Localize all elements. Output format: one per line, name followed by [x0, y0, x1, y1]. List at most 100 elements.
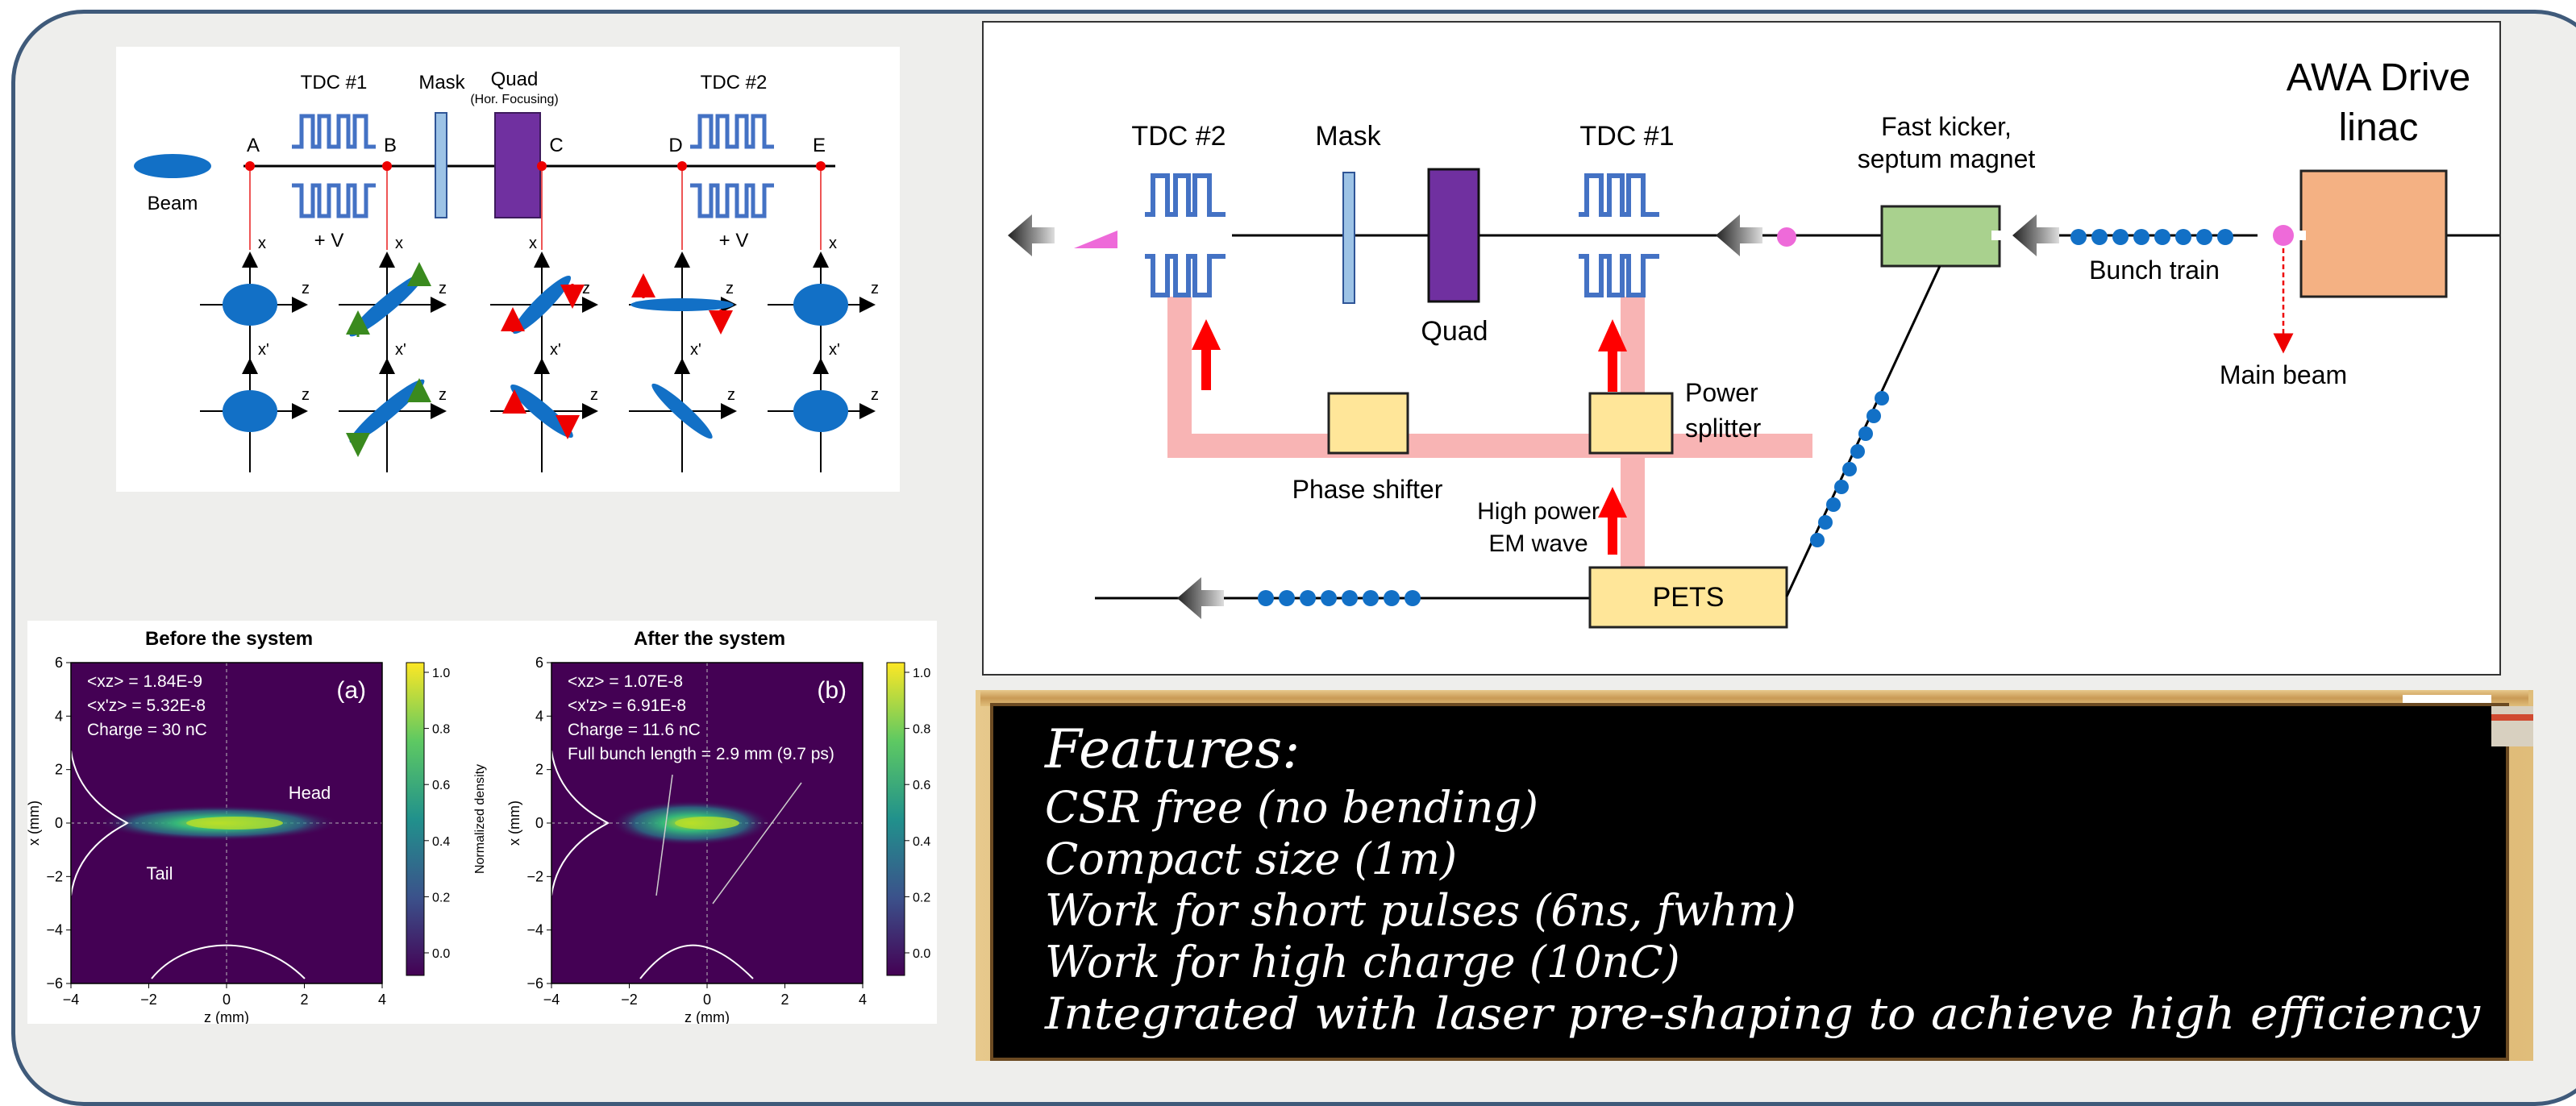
hp-em-line2: EM wave — [1488, 530, 1588, 557]
x-axis-label: z (mm) — [685, 1009, 730, 1024]
chalkboard-item: CSR free (no bending) — [1045, 782, 1538, 833]
schematic-quad-label: Quad — [491, 69, 539, 90]
chalkboard-svg: Features: CSR free (no bending) Compact … — [976, 690, 2533, 1061]
svg-text:E: E — [813, 135, 826, 156]
bunch-train-dots — [2070, 229, 2233, 245]
plot-annotation: <x'z> = 6.91E-8 — [568, 696, 686, 715]
y-tick-label: 6 — [535, 655, 543, 671]
x-tick-label: −4 — [63, 992, 80, 1008]
schematic-tdc2-label: TDC #2 — [701, 72, 768, 94]
beam-label: Beam — [148, 193, 198, 214]
colorbar-tick-label: 0.2 — [432, 891, 450, 904]
direction-arrows — [1008, 214, 2059, 619]
density-core — [675, 817, 739, 830]
y-tick-label: −4 — [46, 922, 63, 938]
phase-shifter-label: Phase shifter — [1292, 475, 1443, 504]
svg-text:z: z — [727, 386, 735, 404]
tail-label: Tail — [146, 863, 173, 884]
y-axis-label: x (mm) — [27, 800, 42, 846]
y-tick-label: −4 — [526, 922, 543, 938]
hp-em-line1: High power — [1477, 498, 1600, 525]
x-projection-curve — [70, 750, 129, 896]
schematic-tdc1-label: TDC #1 — [301, 72, 368, 94]
main-beam-label: Main beam — [2220, 360, 2347, 389]
layout-quad-label: Quad — [1421, 316, 1488, 347]
x-tick-label: 0 — [223, 992, 231, 1008]
schematic-kick-arrows — [346, 262, 733, 457]
plot-title: After the system — [634, 628, 785, 650]
y-tick-label: −6 — [526, 975, 543, 992]
svg-text:x': x' — [690, 341, 701, 359]
svg-text:z: z — [590, 386, 598, 404]
chalk-stick — [2403, 695, 2491, 703]
plot-annotation: Full bunch length = 2.9 mm (9.7 ps) — [568, 745, 834, 763]
y-tick-label: 2 — [535, 762, 543, 778]
y-tick-label: 0 — [535, 815, 543, 831]
rf-power-arrows — [1192, 319, 1627, 555]
beam-ellipse — [134, 154, 211, 178]
schematic-axis-labels: xz x'z xz x'z xz x'z x'z z xz x'z — [258, 235, 879, 404]
schematic-tdc1-voltage: + V — [314, 230, 344, 252]
svg-text:x: x — [529, 235, 537, 252]
svg-text:D: D — [668, 135, 682, 156]
layout-svg: TDC #2 Mask Quad TDC #1 Phase shifter Po… — [1008, 56, 2576, 629]
kicked-bunch-dot — [1777, 227, 1796, 247]
awa-line1: AWA Drive — [2287, 56, 2470, 99]
layout-mask-label: Mask — [1315, 121, 1381, 152]
layout-mask — [1342, 172, 1355, 304]
lower-bunch-dots — [1258, 590, 1421, 606]
exit-beam-marker — [1074, 231, 1117, 248]
plots-svg: Before the system<xz> = 1.84E-9<x'z> = 5… — [26, 628, 968, 1025]
svg-text:A: A — [247, 135, 260, 156]
x-tick-label: −4 — [543, 992, 560, 1008]
density-core — [186, 817, 283, 830]
layout-tdc1-top — [1579, 173, 1659, 217]
colorbar-tick-label: 0.6 — [432, 779, 450, 792]
x-tick-label: 2 — [780, 992, 789, 1008]
colorbar-tick-label: 0.2 — [913, 891, 930, 904]
x-tick-label: 4 — [378, 992, 386, 1008]
kicker-line2: septum magnet — [1858, 144, 2036, 173]
svg-text:x: x — [258, 235, 266, 252]
schematic-tdc2-voltage: + V — [719, 230, 749, 252]
layout-tdc2-label: TDC #2 — [1131, 121, 1226, 152]
plot-panel-tag: (b) — [817, 677, 847, 704]
colorbar-tick-label: 0.0 — [913, 947, 930, 961]
svg-text:x: x — [829, 235, 837, 252]
y-tick-label: 2 — [55, 762, 63, 778]
chalkboard-item: Work for short pulses (6ns, fwhm) — [1045, 885, 1796, 936]
colorbar-tick-label: 0.0 — [432, 947, 450, 961]
density-plots: Before the system<xz> = 1.84E-9<x'z> = 5… — [26, 621, 968, 1025]
x-projection-curve — [551, 750, 610, 896]
fast-kicker-box — [1880, 205, 2001, 268]
y-tick-label: −6 — [46, 975, 63, 992]
schematic-tdc2-bottom — [690, 183, 774, 218]
head-label: Head — [289, 783, 331, 803]
chalkboard-item: Work for high charge (10nC) — [1045, 937, 1680, 988]
y-tick-label: −2 — [526, 868, 543, 884]
chalkboard: Features: CSR free (no bending) Compact … — [976, 690, 2533, 1061]
plot-annotation: <xz> = 1.84E-9 — [87, 672, 202, 691]
svg-text:B: B — [384, 135, 397, 156]
plot-panel-tag: (a) — [336, 677, 366, 704]
schematic-beam-shapes — [223, 272, 848, 443]
y-tick-label: 4 — [535, 708, 543, 724]
z-projection-curve — [151, 944, 306, 979]
chalkboard-heading: Features: — [1044, 718, 1300, 780]
schematic-tdc2-top — [690, 114, 774, 149]
phase-shifter-box — [1327, 392, 1409, 455]
plot-annotation: <xz> = 1.07E-8 — [568, 672, 683, 691]
plot-annotation: <x'z> = 5.32E-8 — [87, 696, 206, 715]
schematic-tdc1-bottom — [292, 183, 376, 218]
svg-text:C: C — [549, 135, 563, 156]
layout-tdc2-top — [1145, 173, 1226, 217]
bunch-train-label: Bunch train — [2089, 256, 2220, 285]
schematic-quad-note: (Hor. Focusing) — [470, 93, 558, 106]
svg-text:x': x' — [395, 341, 406, 359]
svg-text:z: z — [302, 280, 310, 297]
schematic-mask-label: Mask — [418, 72, 465, 94]
main-beam-dot — [2273, 225, 2294, 246]
x-tick-label: 0 — [703, 992, 711, 1008]
awa-linac-box — [2299, 169, 2448, 298]
svg-text:z: z — [726, 280, 734, 297]
